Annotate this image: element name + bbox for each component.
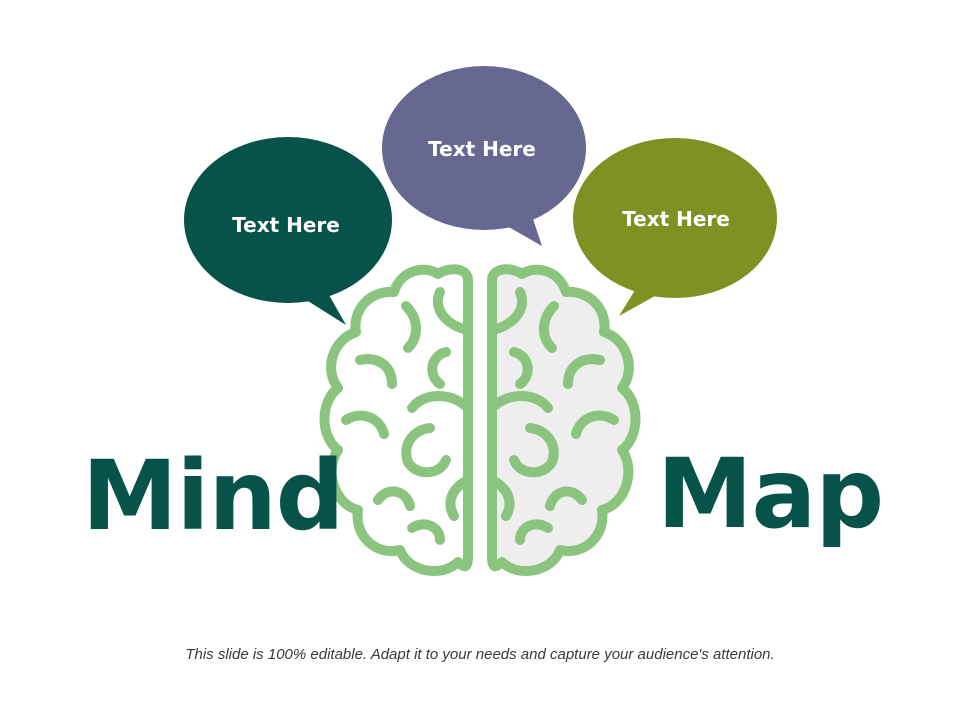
- brain-right-fold: [509, 423, 559, 478]
- brain-left-fold: [407, 391, 473, 413]
- brain-left-fold: [401, 423, 451, 478]
- bubble-right-tail: [619, 282, 662, 316]
- brain-left-fold: [427, 347, 451, 389]
- speech-bubble-left: Text Here: [184, 137, 392, 325]
- brain-right-fold: [545, 486, 587, 511]
- brain-right-fold: [487, 475, 515, 521]
- brain-right-fold: [539, 301, 559, 353]
- brain-left-fold: [401, 301, 421, 353]
- brain-right-hemisphere-outline: [487, 264, 641, 576]
- brain-right-fold: [563, 354, 605, 389]
- title-word-right: Map: [657, 438, 884, 550]
- brain-icon: [319, 264, 641, 576]
- brain-right-fold: [487, 287, 527, 335]
- footer-caption: This slide is 100% editable. Adapt it to…: [185, 646, 775, 663]
- brain-right-fold: [509, 347, 533, 389]
- bubble-middle-tail: [500, 210, 542, 246]
- brain-left-fold: [445, 475, 473, 521]
- brain-left-hemisphere-outline: [319, 264, 473, 576]
- brain-right-fold: [571, 410, 619, 439]
- brain-right-hemisphere-fill: [492, 269, 636, 572]
- brain-left-fold: [373, 486, 415, 511]
- bubble-left-label: Text Here: [232, 213, 340, 237]
- bubble-right-shape: [573, 138, 777, 298]
- brain-right-fold: [515, 519, 553, 545]
- bubble-left-shape: [184, 137, 392, 303]
- speech-bubble-right: Text Here: [573, 138, 777, 316]
- bubble-right-label: Text Here: [622, 207, 730, 231]
- title-word-left: Mind: [82, 440, 344, 552]
- brain-left-fold: [433, 287, 473, 335]
- brain-right-fold: [487, 391, 553, 413]
- bubble-middle-shape: [382, 66, 586, 230]
- brain-left-fold: [407, 519, 445, 545]
- brain-left-fold: [355, 354, 397, 389]
- bubble-left-tail: [300, 288, 346, 325]
- speech-bubble-middle: Text Here: [382, 66, 586, 246]
- bubble-middle-label: Text Here: [428, 137, 536, 161]
- brain-left-fold: [341, 410, 389, 439]
